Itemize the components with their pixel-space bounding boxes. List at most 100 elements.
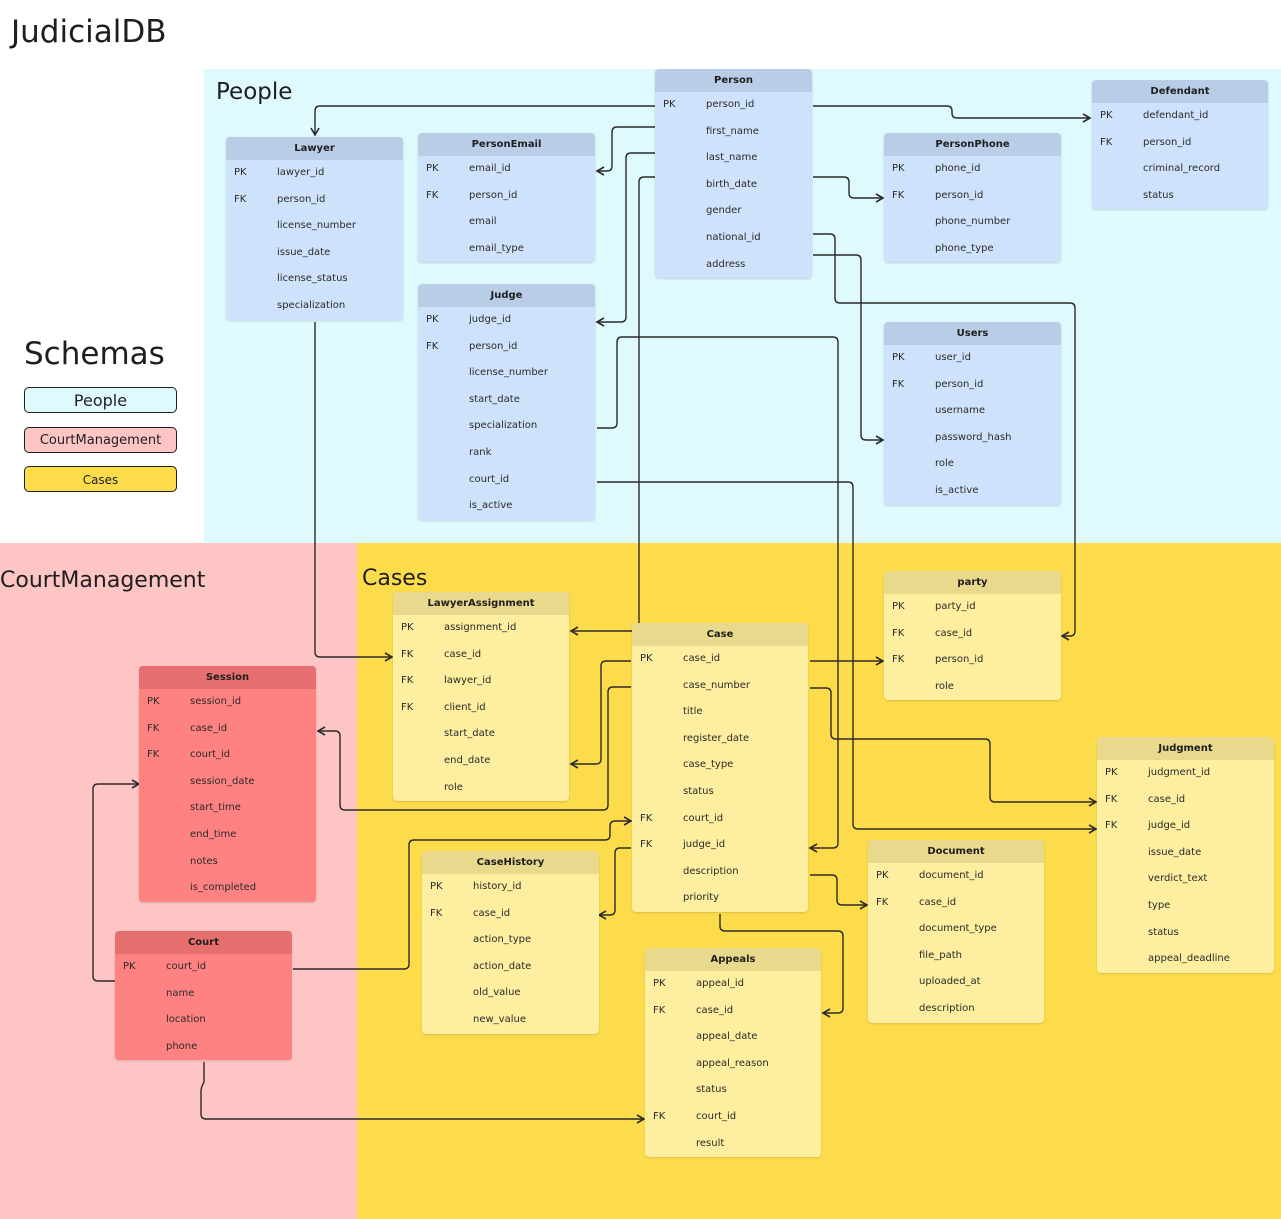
schemas-heading: Schemas	[24, 336, 165, 372]
table-row: verdict_text	[1097, 866, 1274, 893]
key-marker: PK	[892, 352, 905, 363]
table-row: description	[868, 996, 1044, 1023]
table-row: phone_type	[884, 236, 1061, 263]
field-name: password_hash	[935, 431, 1012, 443]
table-row: birth_date	[655, 172, 812, 199]
field-name: person_id	[935, 378, 984, 390]
field-name: end_time	[190, 828, 237, 840]
table-row: end_date	[393, 748, 569, 775]
field-name: person_id	[706, 99, 755, 110]
table-row: specialization	[226, 293, 403, 320]
field-name: status	[696, 1084, 727, 1096]
table-header-judgment: Judgment	[1097, 737, 1274, 760]
link-lawyer-lawyerassignment	[314, 322, 394, 662]
table-row: action_date	[422, 954, 599, 981]
table-row: description	[632, 859, 808, 886]
field-name: history_id	[473, 881, 522, 892]
table-row: file_path	[868, 943, 1044, 970]
legend-court-management: CourtManagement	[24, 427, 177, 453]
field-name: license_status	[277, 273, 348, 285]
link-case-appeals	[719, 914, 844, 1018]
table-row: is_active	[884, 478, 1061, 505]
field-name: appeal_deadline	[1148, 953, 1230, 965]
table-row: phone	[115, 1034, 292, 1061]
field-name: case_id	[935, 627, 973, 639]
field-name: court_id	[166, 961, 207, 972]
link-person-users	[813, 254, 885, 445]
key-marker: FK	[430, 907, 443, 919]
table-row: last_name	[655, 145, 812, 172]
field-name: notes	[190, 855, 218, 867]
key-marker: PK	[426, 163, 439, 174]
link-person-lawyer	[310, 105, 655, 137]
field-name: type	[1148, 899, 1171, 911]
table-row: role	[884, 674, 1061, 701]
key-marker: FK	[401, 701, 414, 713]
field-name: description	[919, 1002, 975, 1014]
table-header-lawyerassignment: LawyerAssignment	[393, 592, 569, 615]
field-name: case_id	[683, 653, 721, 664]
key-marker: PK	[640, 653, 653, 664]
table-row: status	[645, 1077, 821, 1104]
key-marker: PK	[426, 314, 439, 325]
field-name: end_date	[444, 754, 491, 766]
field-name: issue_date	[1148, 846, 1202, 858]
table-row: status	[1092, 183, 1268, 210]
field-name: file_path	[919, 949, 962, 961]
field-name: case_id	[444, 648, 482, 660]
field-name: email_type	[469, 242, 524, 254]
field-name: case_id	[696, 1004, 734, 1016]
field-name: uploaded_at	[919, 976, 981, 988]
table-row: appeal_date	[645, 1024, 821, 1051]
table-header-case: Case	[632, 623, 808, 646]
table-row: title	[632, 699, 808, 726]
field-name: address	[706, 258, 746, 270]
field-name: start_date	[444, 728, 495, 740]
key-marker: FK	[1105, 820, 1118, 832]
table-row: start_date	[393, 721, 569, 748]
link-judge-judgment	[597, 481, 1098, 834]
table-row: issue_date	[1097, 840, 1274, 867]
table-header-users: Users	[884, 322, 1061, 345]
table-row: is_completed	[139, 875, 316, 902]
field-name: status	[1143, 189, 1174, 201]
field-name: session_date	[190, 775, 255, 787]
link-case-judgment	[810, 687, 1098, 807]
field-name: specialization	[469, 420, 538, 432]
key-marker: PK	[1100, 110, 1113, 121]
table-header-personemail: PersonEmail	[418, 133, 595, 156]
table-row: action_type	[422, 927, 599, 954]
region-title-cases: Cases	[362, 566, 428, 591]
table-row: notes	[139, 849, 316, 876]
region-title-court-management: CourtManagement	[0, 568, 206, 593]
table-header-document: Document	[868, 840, 1044, 863]
table-row: is_active	[418, 493, 595, 520]
field-name: status	[683, 785, 714, 797]
